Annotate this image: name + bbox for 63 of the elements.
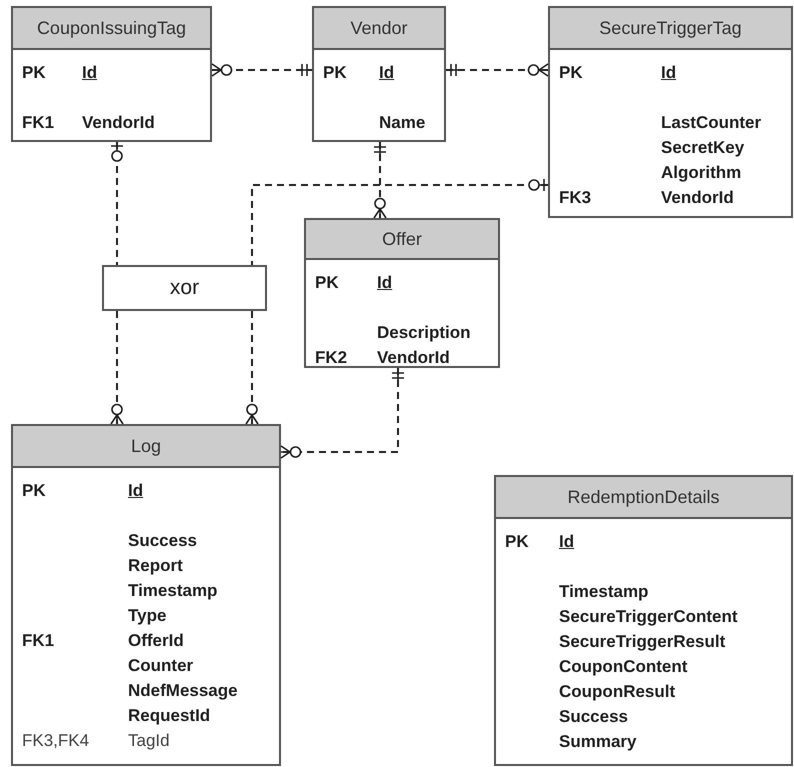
- entity-table: [11, 6, 212, 142]
- table-title: SecureTriggerTag: [599, 16, 742, 40]
- field-name: SecureTriggerContent: [559, 606, 738, 626]
- table-title: Vendor: [350, 16, 408, 40]
- table-title: Log: [130, 434, 162, 458]
- field-name: VendorId: [661, 188, 734, 206]
- key-label: FK2: [315, 348, 348, 366]
- field-name: Id: [82, 62, 98, 82]
- relationship-line: [110, 311, 124, 425]
- key-label: PK: [323, 62, 347, 82]
- field-name: Id: [377, 272, 392, 292]
- table-title: CouponIssuingTag: [36, 16, 186, 40]
- relationship-line: [110, 141, 124, 265]
- entity-table: [11, 424, 281, 766]
- entity-table: [312, 6, 446, 142]
- field-name: Id: [559, 532, 574, 550]
- field-name: SecureTriggerResult: [559, 632, 726, 650]
- key-label: FK3: [559, 188, 592, 206]
- entity-table: [548, 6, 793, 218]
- entity-table: [494, 475, 793, 766]
- field-name: Algorithm: [661, 162, 742, 182]
- field-name: LastCounter: [661, 112, 762, 132]
- field-name: NdefMessage: [128, 680, 238, 700]
- field-name: Name: [379, 112, 426, 132]
- field-name: VendorId: [82, 112, 155, 132]
- relationship-line: [251, 178, 549, 265]
- key-label: PK: [22, 480, 46, 500]
- field-name: Summary: [559, 732, 636, 750]
- field-name: Success: [559, 706, 628, 726]
- field-name: Report: [128, 556, 183, 574]
- field-name: Success: [128, 530, 197, 550]
- constraint-box: [102, 265, 267, 311]
- key-label: PK: [315, 272, 339, 292]
- key-label: PK: [505, 532, 529, 550]
- key-label: FK1: [22, 112, 54, 132]
- relationship-line: [445, 63, 549, 77]
- field-name: Timestamp: [128, 580, 218, 600]
- key-label: PK: [22, 62, 46, 82]
- table-title: Offer: [382, 228, 422, 250]
- field-name: VendorId: [377, 348, 450, 366]
- table-title: RedemptionDetails: [567, 486, 720, 509]
- field-name: SecretKey: [661, 138, 744, 156]
- field-name: CouponContent: [559, 656, 688, 676]
- key-label: FK3,FK4: [22, 730, 90, 750]
- relationship-line: [245, 311, 259, 425]
- field-name: Counter: [128, 656, 194, 674]
- field-name: RequestId: [128, 706, 210, 724]
- field-name: OfferId: [128, 630, 184, 650]
- field-name: Description: [377, 322, 471, 342]
- field-name: Id: [379, 62, 394, 82]
- field-name: Timestamp: [559, 582, 648, 600]
- field-name: Id: [128, 480, 144, 500]
- field-name: CouponResult: [559, 682, 676, 700]
- field-name: TagId: [128, 730, 170, 750]
- constraint-label: xor: [170, 275, 200, 302]
- field-name: Type: [128, 606, 166, 624]
- key-label: PK: [559, 62, 583, 82]
- relationship-line: [280, 367, 405, 459]
- key-label: FK1: [22, 630, 54, 650]
- relationship-line: [373, 141, 387, 219]
- entity-table: [304, 218, 500, 368]
- relationship-line: [211, 63, 313, 77]
- field-name: Id: [661, 62, 676, 82]
